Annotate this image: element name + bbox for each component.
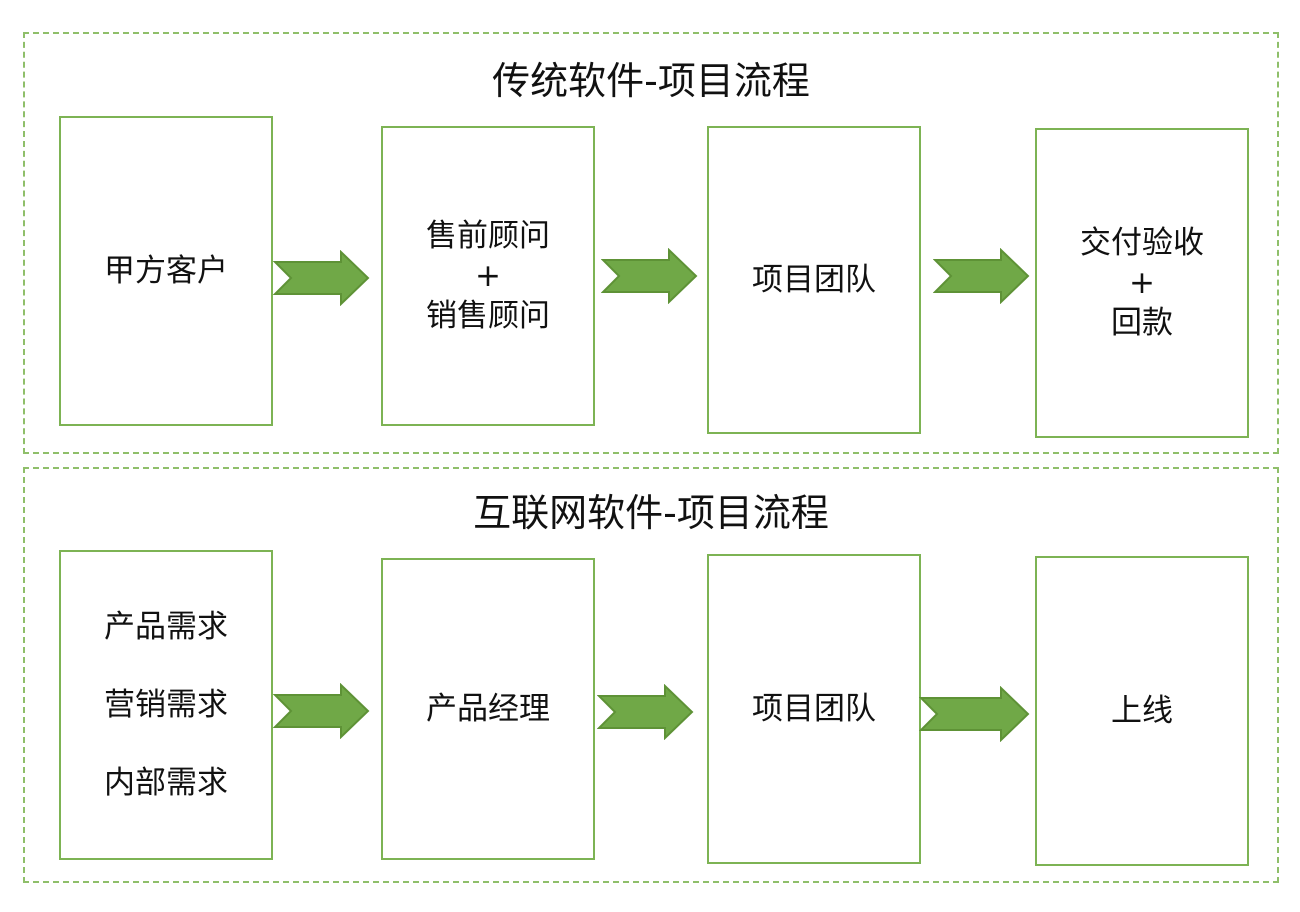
step-project-team-label: 项目团队 [752, 262, 876, 298]
arrow-team-to-launch [919, 686, 1030, 742]
arrow-team-to-delivery [933, 248, 1030, 304]
demand-list: 产品需求 营销需求 内部需求 [104, 606, 228, 805]
arrow-client-to-consultants [273, 250, 370, 306]
demand-item: 产品需求 [104, 608, 228, 645]
step-consultants-label: 售前顾问 + 销售顾问 [426, 218, 550, 334]
step-project-team-internet-label: 项目团队 [752, 691, 876, 727]
step-consultants: 售前顾问 + 销售顾问 [381, 126, 595, 426]
demand-item: 营销需求 [104, 686, 228, 723]
step-client-label: 甲方客户 [104, 253, 228, 289]
internet-flow-title: 互联网软件-项目流程 [473, 491, 829, 535]
step-demands: 产品需求 营销需求 内部需求 [59, 550, 273, 860]
step-launch-label: 上线 [1111, 693, 1173, 729]
traditional-flow-panel: 传统软件-项目流程 [23, 32, 1279, 454]
step-delivery-label: 交付验收 + 回款 [1080, 225, 1204, 341]
arrow-pm-to-team [597, 684, 694, 740]
step-product-manager-label: 产品经理 [426, 691, 550, 727]
arrow-consultants-to-team [601, 248, 698, 304]
step-project-team: 项目团队 [707, 126, 921, 434]
step-delivery: 交付验收 + 回款 [1035, 128, 1249, 438]
step-project-team-internet: 项目团队 [707, 554, 921, 864]
step-client: 甲方客户 [59, 116, 273, 426]
arrow-demands-to-pm [273, 683, 370, 739]
internet-flow-panel: 互联网软件-项目流程 [23, 467, 1279, 883]
traditional-flow-title: 传统软件-项目流程 [492, 59, 810, 103]
step-product-manager: 产品经理 [381, 558, 595, 860]
step-launch: 上线 [1035, 556, 1249, 866]
demand-item: 内部需求 [104, 764, 228, 801]
